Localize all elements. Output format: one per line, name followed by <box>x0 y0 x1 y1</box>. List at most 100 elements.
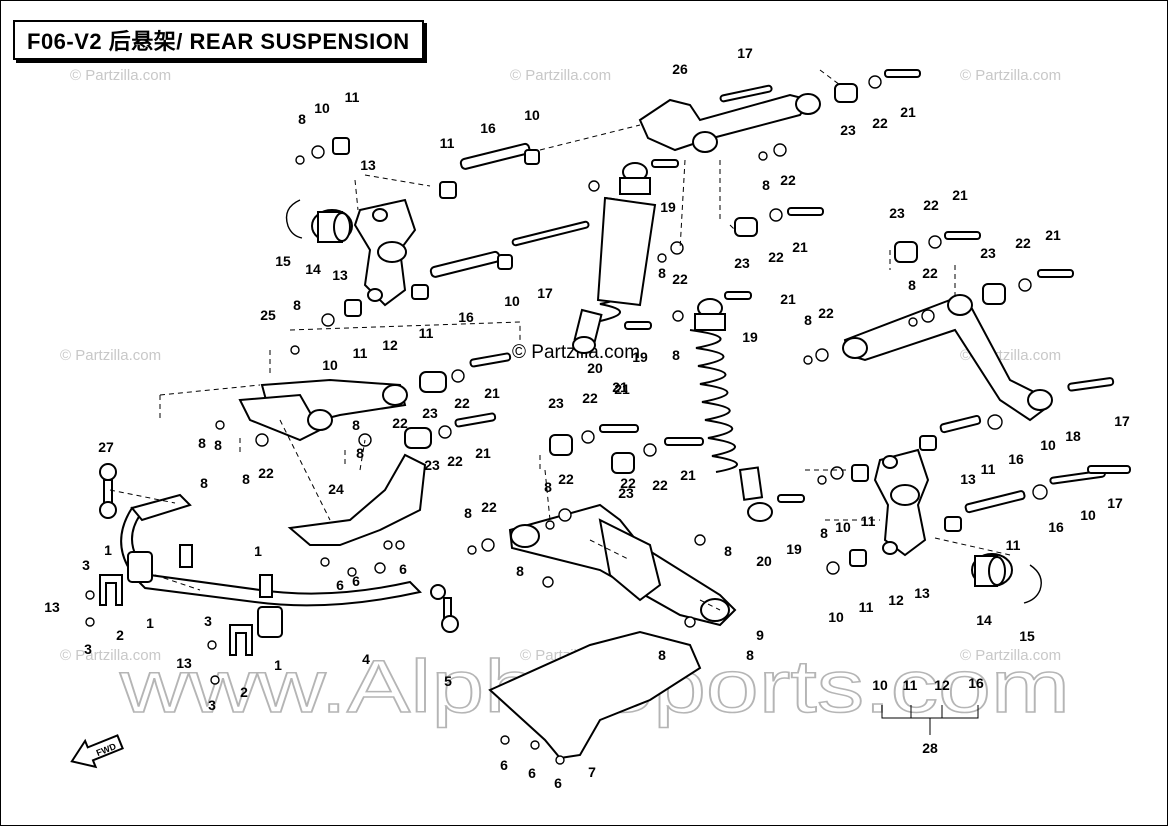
callout-28: 28 <box>922 740 938 756</box>
callout-20: 20 <box>756 553 772 569</box>
callout-8: 8 <box>658 647 666 663</box>
callout-2: 2 <box>240 684 248 700</box>
callout-15: 15 <box>275 253 291 269</box>
callout-19: 19 <box>786 541 802 557</box>
callout-22: 22 <box>923 197 939 213</box>
assembly-lines <box>109 69 1011 611</box>
callout-21: 21 <box>614 381 630 397</box>
partzilla-watermark: © Partzilla.com <box>960 67 1061 84</box>
lower-arm-9 <box>467 424 737 628</box>
callout-8: 8 <box>214 437 222 453</box>
callout-13: 13 <box>332 267 348 283</box>
callout-6: 6 <box>528 765 536 781</box>
callout-21: 21 <box>900 104 916 120</box>
callout-20: 20 <box>587 360 603 376</box>
callout-17: 17 <box>1107 495 1123 511</box>
upper-arm-right <box>803 231 1115 422</box>
callout-3: 3 <box>82 557 90 573</box>
callout-22: 22 <box>454 395 470 411</box>
callout-22: 22 <box>768 249 784 265</box>
callout-8: 8 <box>516 563 524 579</box>
callout-19: 19 <box>742 329 758 345</box>
skid-plate-7 <box>488 630 702 760</box>
callout-23: 23 <box>840 122 856 138</box>
callout-13: 13 <box>914 585 930 601</box>
knuckle-left <box>353 198 417 307</box>
callout-15: 15 <box>1019 628 1035 644</box>
callout-8: 8 <box>724 543 732 559</box>
callout-1: 1 <box>104 542 112 558</box>
callout-4: 4 <box>362 651 370 667</box>
callout-26: 26 <box>672 61 688 77</box>
shock-absorber-right <box>672 291 805 522</box>
callout-10: 10 <box>524 107 540 123</box>
callout-17: 17 <box>737 45 753 61</box>
callout-5: 5 <box>444 673 452 689</box>
callout-14: 14 <box>305 261 321 277</box>
callout-8: 8 <box>908 277 916 293</box>
callout-22: 22 <box>582 390 598 406</box>
callout-22: 22 <box>447 453 463 469</box>
callout-23: 23 <box>889 205 905 221</box>
callout-3: 3 <box>84 641 92 657</box>
callout-1: 1 <box>146 615 154 631</box>
group-28-bracket <box>881 705 979 735</box>
callout-22: 22 <box>652 477 668 493</box>
callout-8: 8 <box>672 347 680 363</box>
partzilla-watermark: © Partzilla.com <box>70 67 171 84</box>
callout-10: 10 <box>1040 437 1056 453</box>
callout-11: 11 <box>353 345 368 361</box>
callout-13: 13 <box>360 157 376 173</box>
callout-11: 11 <box>903 677 918 693</box>
callout-8: 8 <box>658 265 666 281</box>
callout-7: 7 <box>588 764 596 780</box>
callout-8: 8 <box>544 479 552 495</box>
callout-21: 21 <box>952 187 968 203</box>
callout-8: 8 <box>293 297 301 313</box>
callout-22: 22 <box>672 271 688 287</box>
callout-17: 17 <box>1114 413 1130 429</box>
callout-6: 6 <box>500 757 508 773</box>
callout-1: 1 <box>274 657 282 673</box>
callout-22: 22 <box>780 172 796 188</box>
callout-8: 8 <box>198 435 206 451</box>
callout-22: 22 <box>620 475 636 491</box>
callout-22: 22 <box>392 415 408 431</box>
callout-6: 6 <box>336 577 344 593</box>
callout-8: 8 <box>356 445 364 461</box>
callout-22: 22 <box>258 465 274 481</box>
right-knuckle-hardware <box>817 414 1131 575</box>
partzilla-watermark: © Partzilla.com <box>60 347 161 364</box>
callout-23: 23 <box>734 255 750 271</box>
arm-assembly-left <box>215 352 512 449</box>
callout-11: 11 <box>1006 537 1021 553</box>
diagram-title: F06-V2 后悬架/ REAR SUSPENSION <box>13 20 424 60</box>
callout-11: 11 <box>861 513 876 529</box>
callout-21: 21 <box>612 379 628 395</box>
skid-plate-24-screws <box>320 540 405 577</box>
bushing-clamps-left <box>85 551 283 685</box>
callout-23: 23 <box>980 245 996 261</box>
callout-18: 18 <box>1065 428 1081 444</box>
callout-22: 22 <box>872 115 888 131</box>
callout-21: 21 <box>680 467 696 483</box>
callout-10: 10 <box>322 357 338 373</box>
partzilla-watermark: © Partzilla.com <box>510 67 611 84</box>
callout-10: 10 <box>504 293 520 309</box>
callout-23: 23 <box>548 395 564 411</box>
callout-22: 22 <box>481 499 497 515</box>
callout-16: 16 <box>1048 519 1064 535</box>
callout-23: 23 <box>424 457 440 473</box>
bearing-14-left <box>311 209 353 243</box>
callout-8: 8 <box>298 111 306 127</box>
callout-21: 21 <box>780 291 796 307</box>
callout-9: 9 <box>756 627 764 643</box>
callout-23: 23 <box>422 405 438 421</box>
knuckle-right <box>873 448 930 557</box>
callout-10: 10 <box>314 100 330 116</box>
callout-13: 13 <box>960 471 976 487</box>
callout-21: 21 <box>484 385 500 401</box>
partzilla-watermark: © Partzilla.com <box>60 647 161 664</box>
callout-6: 6 <box>399 561 407 577</box>
